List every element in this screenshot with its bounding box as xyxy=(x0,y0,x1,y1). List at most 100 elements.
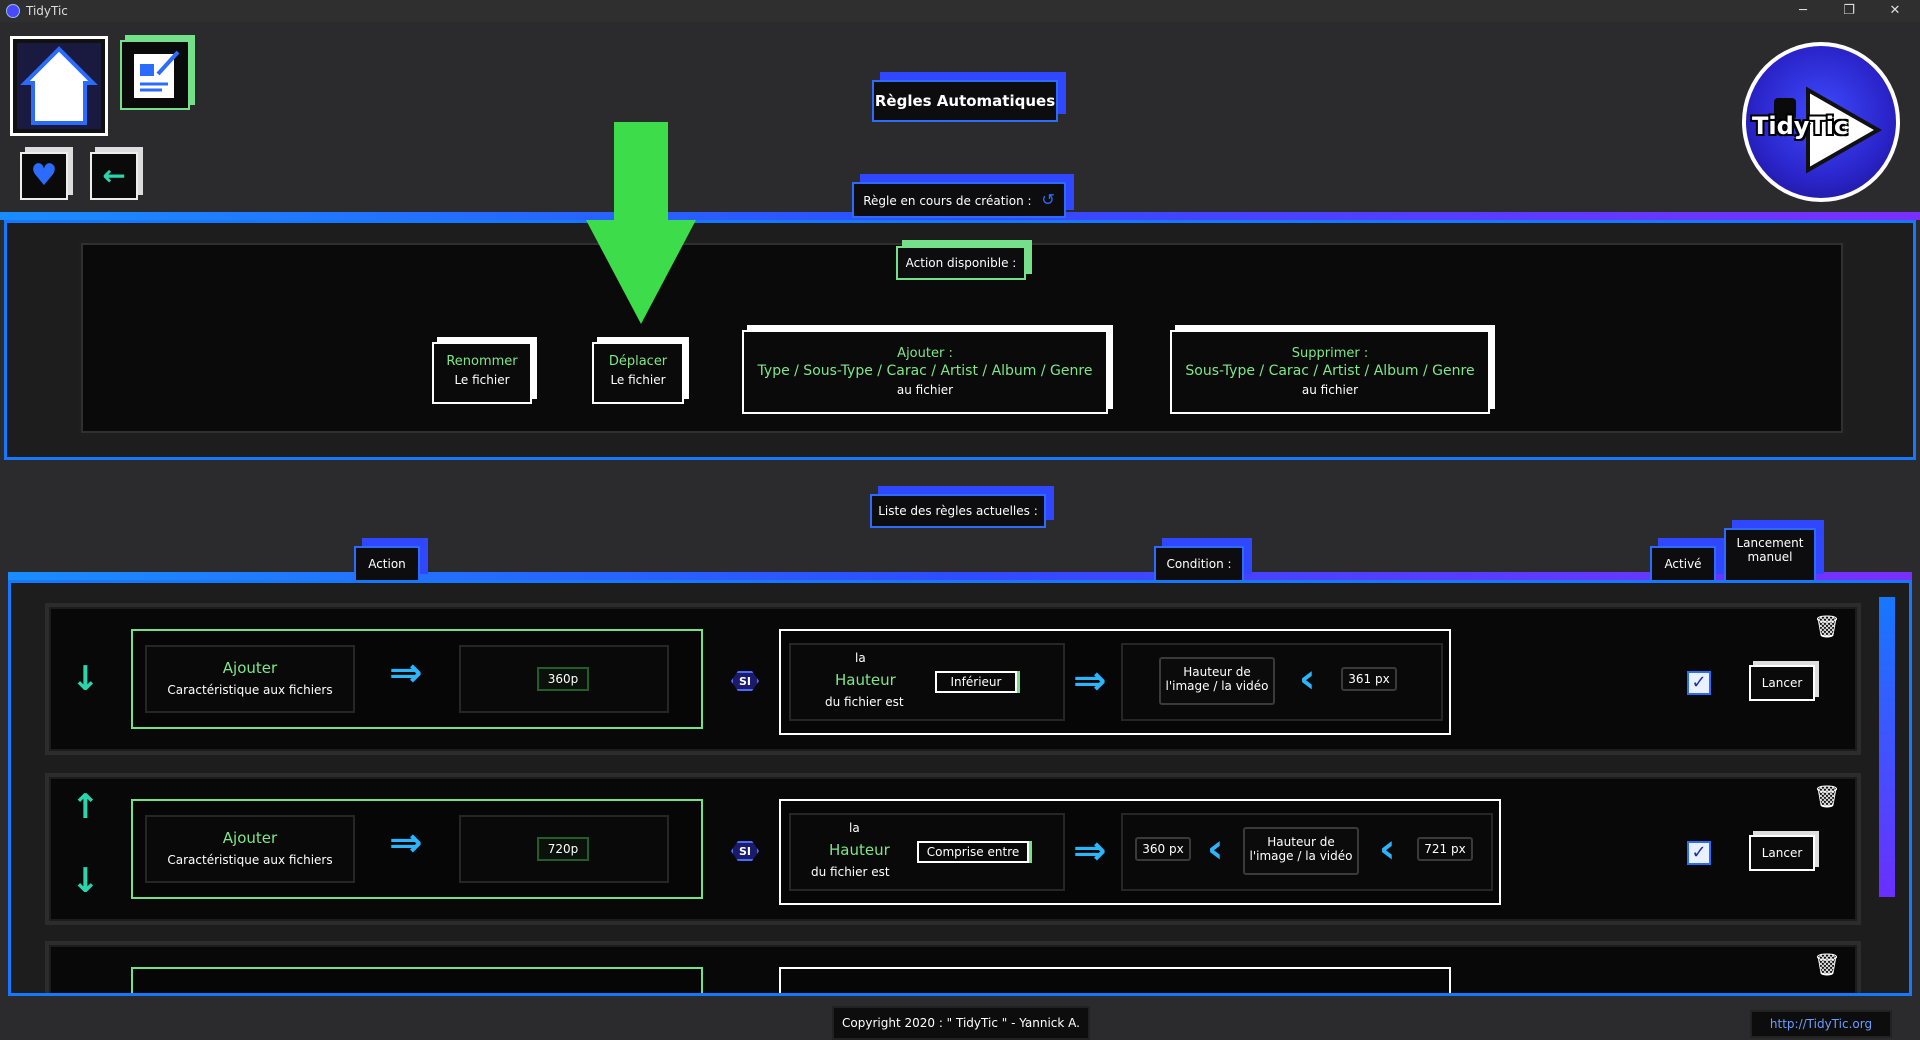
move-down-icon[interactable]: ↓ xyxy=(71,659,100,699)
active-checkbox[interactable]: ✓ xyxy=(1687,671,1711,695)
bound-low: 360 px xyxy=(1135,837,1191,861)
si-badge: SI xyxy=(731,841,759,861)
heart-icon: ♥ xyxy=(30,158,58,193)
rule-condition-box xyxy=(779,967,1451,993)
condition-field: Hauteur xyxy=(835,671,896,689)
document-edit-icon xyxy=(134,50,180,98)
condition-field: Hauteur xyxy=(829,841,890,859)
value-card: 360p xyxy=(459,645,669,713)
play-arrow-icon xyxy=(1774,86,1883,174)
condition-of: du fichier est xyxy=(811,865,890,879)
action-sub: Le fichier xyxy=(610,373,666,387)
logo-text: TidyTic xyxy=(1752,112,1849,140)
active-checkbox[interactable]: ✓ xyxy=(1687,841,1711,865)
trash-icon[interactable]: 🗑 xyxy=(1813,953,1841,978)
tidytic-logo: TidyTic xyxy=(1742,42,1900,202)
action-sub: au fichier xyxy=(1301,383,1359,397)
rule-row: 🗑 xyxy=(49,945,1857,993)
condition-card: la Hauteur du fichier est Inférieur xyxy=(789,643,1065,721)
favorites-button[interactable]: ♥ xyxy=(20,152,68,200)
close-button[interactable]: ✕ xyxy=(1889,3,1901,18)
action-line2: Sous-Type / Carac / Artist / Album / Gen… xyxy=(1185,363,1475,379)
arrow-right-icon: ⇒ xyxy=(1073,828,1107,874)
arrow-down-icon xyxy=(586,122,696,324)
arrow-right-icon: ⇒ xyxy=(389,650,423,696)
action-card: Ajouter Caractéristique aux fichiers xyxy=(145,645,355,713)
action-sub: au fichier xyxy=(896,383,954,397)
rules-list-label: Liste des règles actuelles : xyxy=(870,494,1046,528)
chevron-left-icon: ‹ xyxy=(1299,656,1316,702)
condition-of: du fichier est xyxy=(825,695,904,709)
rule-row: ↑ ↓ Ajouter Caractéristique aux fichiers… xyxy=(49,777,1857,921)
action-sub: Caractéristique aux fichiers xyxy=(167,853,333,867)
action-card: Ajouter Caractéristique aux fichiers xyxy=(145,815,355,883)
column-condition: Condition : xyxy=(1154,546,1244,582)
home-icon xyxy=(20,46,98,125)
action-title: Renommer xyxy=(446,354,518,369)
window-titlebar: TidyTic ─ ❐ ✕ xyxy=(0,0,1920,22)
run-button[interactable]: Lancer xyxy=(1749,835,1815,871)
action-sub: Caractéristique aux fichiers xyxy=(167,683,333,697)
bound-high: 361 px xyxy=(1341,667,1397,691)
condition-value-card: Hauteur de l'image / la vidéo ‹ 361 px xyxy=(1121,643,1443,721)
arrow-left-icon: ← xyxy=(102,159,126,192)
condition-value-card: 360 px ‹ Hauteur de l'image / la vidéo ‹… xyxy=(1121,813,1493,891)
action-line2: Type / Sous-Type / Carac / Artist / Albu… xyxy=(757,363,1093,379)
action-title: Ajouter xyxy=(222,659,278,677)
value-card: 720p xyxy=(459,815,669,883)
column-action: Action xyxy=(354,546,420,582)
bound-high: 721 px xyxy=(1417,837,1473,861)
rule-row: ↓ Ajouter Caractéristique aux fichiers ⇒… xyxy=(49,607,1857,751)
chevron-left-icon: ‹ xyxy=(1207,826,1224,872)
copyright: Copyright 2020 : " TidyTic " - Yannick A… xyxy=(832,1006,1090,1040)
undo-icon[interactable]: ↺ xyxy=(1041,190,1055,209)
action-rename-button[interactable]: Renommer Le fichier xyxy=(432,342,532,404)
rules-list-panel: ↓ Ajouter Caractéristique aux fichiers ⇒… xyxy=(8,580,1912,996)
home-button[interactable] xyxy=(10,36,108,136)
action-delete-button[interactable]: Supprimer : Sous-Type / Carac / Artist /… xyxy=(1170,330,1490,414)
value-badge: 360p xyxy=(537,667,589,691)
back-button[interactable]: ← xyxy=(90,152,138,200)
move-down-icon[interactable]: ↓ xyxy=(71,861,100,901)
restore-button[interactable]: ❐ xyxy=(1843,3,1855,18)
trash-icon[interactable]: 🗑 xyxy=(1813,615,1841,640)
arrow-right-icon: ⇒ xyxy=(1073,658,1107,704)
arrow-right-icon: ⇒ xyxy=(389,820,423,866)
action-add-button[interactable]: Ajouter : Type / Sous-Type / Carac / Art… xyxy=(742,330,1108,414)
rule-condition-box: la Hauteur du fichier est Inférieur ⇒ Ha… xyxy=(779,629,1451,735)
rules-list-divider xyxy=(8,572,1912,580)
column-active: Activé xyxy=(1650,546,1716,582)
page-title: Règles Automatiques xyxy=(872,80,1058,122)
operator-badge: Comprise entre xyxy=(917,841,1029,863)
website-link[interactable]: http://TidyTic.org xyxy=(1750,1010,1892,1038)
target-field: Hauteur de l'image / la vidéo xyxy=(1159,657,1275,705)
si-badge: SI xyxy=(731,671,759,691)
rule-action-box: Ajouter Caractéristique aux fichiers ⇒ 3… xyxy=(131,629,703,729)
rule-condition-box: la Hauteur du fichier est Comprise entre… xyxy=(779,799,1501,905)
rule-action-box xyxy=(131,967,703,993)
condition-card: la Hauteur du fichier est Comprise entre xyxy=(789,813,1065,891)
action-title: Déplacer xyxy=(608,354,668,369)
scrollbar-thumb[interactable] xyxy=(1879,597,1895,897)
value-badge: 720p xyxy=(537,837,589,861)
app-icon xyxy=(6,4,20,18)
action-title: Ajouter : xyxy=(897,346,953,361)
minimize-button[interactable]: ─ xyxy=(1799,3,1807,18)
condition-article: la xyxy=(849,821,860,835)
operator-badge: Inférieur xyxy=(935,671,1017,693)
rule-action-box: Ajouter Caractéristique aux fichiers ⇒ 7… xyxy=(131,799,703,899)
run-button[interactable]: Lancer xyxy=(1749,665,1815,701)
action-move-button[interactable]: Déplacer Le fichier xyxy=(592,342,684,404)
chevron-left-icon: ‹ xyxy=(1379,826,1396,872)
trash-icon[interactable]: 🗑 xyxy=(1813,785,1841,810)
move-up-icon[interactable]: ↑ xyxy=(71,787,100,827)
edit-rules-button[interactable] xyxy=(120,40,190,110)
target-field: Hauteur de l'image / la vidéo xyxy=(1243,827,1359,875)
creation-label-tag: Règle en cours de création : ↺ xyxy=(852,182,1066,218)
condition-article: la xyxy=(855,651,866,665)
action-title: Ajouter xyxy=(222,829,278,847)
available-label: Action disponible : xyxy=(896,246,1026,280)
creation-label: Règle en cours de création : xyxy=(863,194,1032,208)
action-title: Supprimer : xyxy=(1291,346,1369,361)
window-title: TidyTic xyxy=(26,4,68,18)
